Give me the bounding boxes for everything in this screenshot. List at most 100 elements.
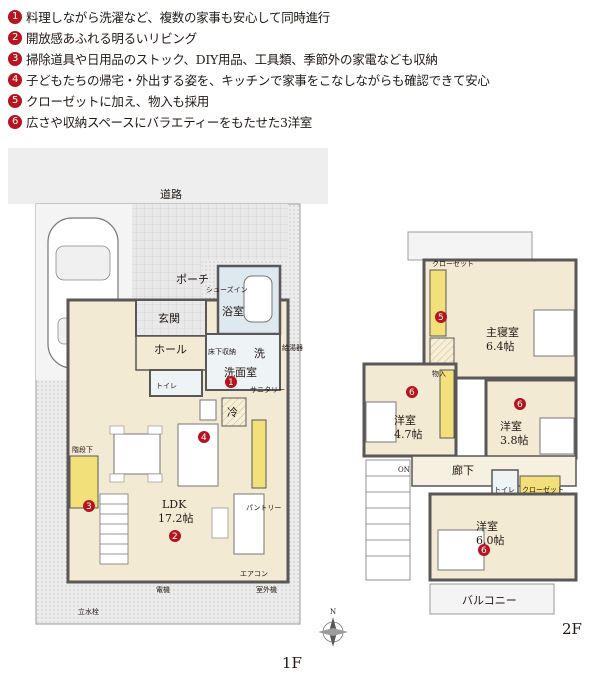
feature-text: 料理しながら洗濯など、複数の家事も安心して同時進行: [26, 10, 331, 25]
feature-number-badge: 1: [8, 9, 22, 24]
marker-badge: 1: [225, 376, 237, 388]
monoire-storage: [429, 337, 455, 367]
marker-badge: 6: [514, 398, 526, 410]
svg-text:3: 3: [86, 502, 92, 512]
room-c-name: 洋室: [476, 519, 498, 533]
road-area: [8, 148, 328, 204]
closet-storage: [439, 369, 455, 439]
compass-label: N: [330, 608, 336, 616]
fridge-space: [221, 397, 247, 427]
kaidan-shita-label: 階段下: [72, 445, 93, 454]
feature-number-badge: 4: [8, 72, 22, 87]
svg-text:4: 4: [201, 433, 207, 443]
feature-list: 1 料理しながら洗濯など、複数の家事も安心して同時進行 2 開放感あふれる明るいリビ…: [8, 6, 598, 132]
outdoor-unit-label: 室外機: [256, 585, 277, 594]
feature-number-badge: 3: [8, 51, 22, 66]
feature-number-badge: 6: [8, 114, 22, 129]
feature-item: 4 子どもたちの帰宅・外出する姿を、キッチンで家事をこなしながらも確認できて安心: [8, 69, 598, 90]
fridge-label: 冷: [227, 406, 238, 419]
bathtub-icon: [243, 275, 273, 323]
svg-text:6: 6: [481, 546, 487, 556]
marker-badge: 6: [478, 544, 490, 556]
feature-text: 掃除道具や日用品のストック、DIY用品、工具類、季節外の家電なども収納: [26, 52, 438, 67]
room-c-size: 6.0帖: [476, 534, 505, 547]
hallway-label: 廊下: [452, 463, 474, 477]
denki-label: 電機: [156, 585, 170, 594]
feature-text: 開放感あふれる明るいリビング: [26, 31, 197, 46]
marker-badge: 3: [83, 500, 95, 512]
ldk-size-label: 17.2帖: [158, 512, 194, 525]
svg-text:1: 1: [228, 378, 234, 388]
sofa-icon: [211, 493, 265, 555]
wash-label: 洗: [254, 347, 265, 360]
svg-text:6: 6: [409, 388, 415, 398]
feature-item: 5 クローゼットに加え、物入も採用: [8, 90, 598, 111]
marker-badge: 2: [169, 530, 181, 542]
entrance-room: [135, 299, 207, 337]
marker-badge: 6: [406, 386, 418, 398]
feature-item: 1 料理しながら洗濯など、複数の家事も安心して同時進行: [8, 6, 598, 27]
feature-number-badge: 2: [8, 30, 22, 45]
feature-text: クローゼットに加え、物入も採用: [26, 94, 210, 109]
svg-text:6: 6: [517, 400, 523, 410]
sanitary-label: サニタリー: [250, 385, 285, 394]
feature-item: 2 開放感あふれる明るいリビング: [8, 27, 598, 48]
room-a-name: 洋室: [394, 413, 416, 427]
bed-icon: [539, 417, 575, 455]
compass-icon: N: [318, 608, 348, 647]
floor-label-1f: 1F: [282, 654, 302, 672]
ldk-name-label: LDK: [162, 498, 187, 511]
room-b-size: 3.8帖: [500, 434, 529, 447]
tate-suisen-label: 立水栓: [78, 607, 99, 616]
porch-label: ポーチ: [176, 273, 209, 286]
approach-tiles: [202, 204, 288, 260]
hall-label: ホール: [154, 343, 187, 356]
marker-badge: 4: [198, 431, 210, 443]
toilet-label: トイレ: [156, 382, 177, 390]
first-floor-plan: 道路 ポーチ 玄関 ホール 浴室 洗 床下収納 洗面室 トイレ サニタリー 冷 …: [8, 148, 328, 672]
second-floor-plan: 主寝室 6.4帖 クローゼット 物入 洋室 4.7帖 洋室 3.8帖 廊下 トイ…: [362, 231, 582, 638]
kitchen-counter: [177, 423, 219, 487]
monoire-label: 物入: [432, 369, 446, 378]
pantry-label: パントリー: [246, 504, 281, 512]
washroom-room: [205, 333, 281, 391]
marker-badge: 5: [435, 311, 447, 323]
bed-icon: [533, 309, 575, 357]
stairs-2f: [365, 459, 411, 581]
master-bedroom-size: 6.4帖: [486, 340, 515, 353]
bed-icon: [437, 529, 485, 571]
svg-text:2: 2: [172, 532, 178, 542]
closet-label: クローゼット: [432, 259, 474, 268]
entrance-label: 玄関: [158, 311, 180, 325]
understair-storage: [69, 455, 99, 509]
feature-number-badge: 5: [8, 93, 22, 108]
pantry-shelf: [251, 419, 267, 489]
toilet-label-2f: トイレ: [494, 486, 515, 494]
balcony: [429, 583, 555, 615]
aircon-label: エアコン: [240, 570, 268, 578]
roof-balcony-top: [407, 231, 533, 261]
on-label: ON: [398, 466, 410, 474]
feature-text: 子どもたちの帰宅・外出する姿を、キッチンで家事をこなしながらも確認できて安心: [26, 73, 490, 88]
master-bedroom-name: 主寝室: [486, 325, 519, 339]
balcony-label: バルコニー: [462, 594, 517, 607]
kyuto-label: 給湯器: [282, 343, 303, 352]
closet-small-label: クローゼット: [522, 485, 564, 494]
svg-text:5: 5: [438, 313, 444, 323]
stairs-1f: [99, 493, 129, 565]
stove-icon: [199, 399, 217, 421]
bath-label: 浴室: [222, 304, 244, 318]
approach-tiles: [132, 204, 202, 300]
floor-label-2f: 2F: [562, 620, 582, 638]
room-a-size: 4.7帖: [394, 428, 423, 441]
yukashita-label: 床下収納: [208, 347, 236, 356]
room-b-name: 洋室: [500, 419, 522, 433]
bed-icon: [365, 401, 397, 443]
dining-table-icon: [109, 425, 163, 483]
shoes-in-label: シューズイン: [206, 285, 248, 294]
hall-room: [135, 335, 207, 371]
feature-item: 3 掃除道具や日用品のストック、DIY用品、工具類、季節外の家電なども収納: [8, 48, 598, 69]
washroom-label: 洗面室: [224, 365, 257, 379]
